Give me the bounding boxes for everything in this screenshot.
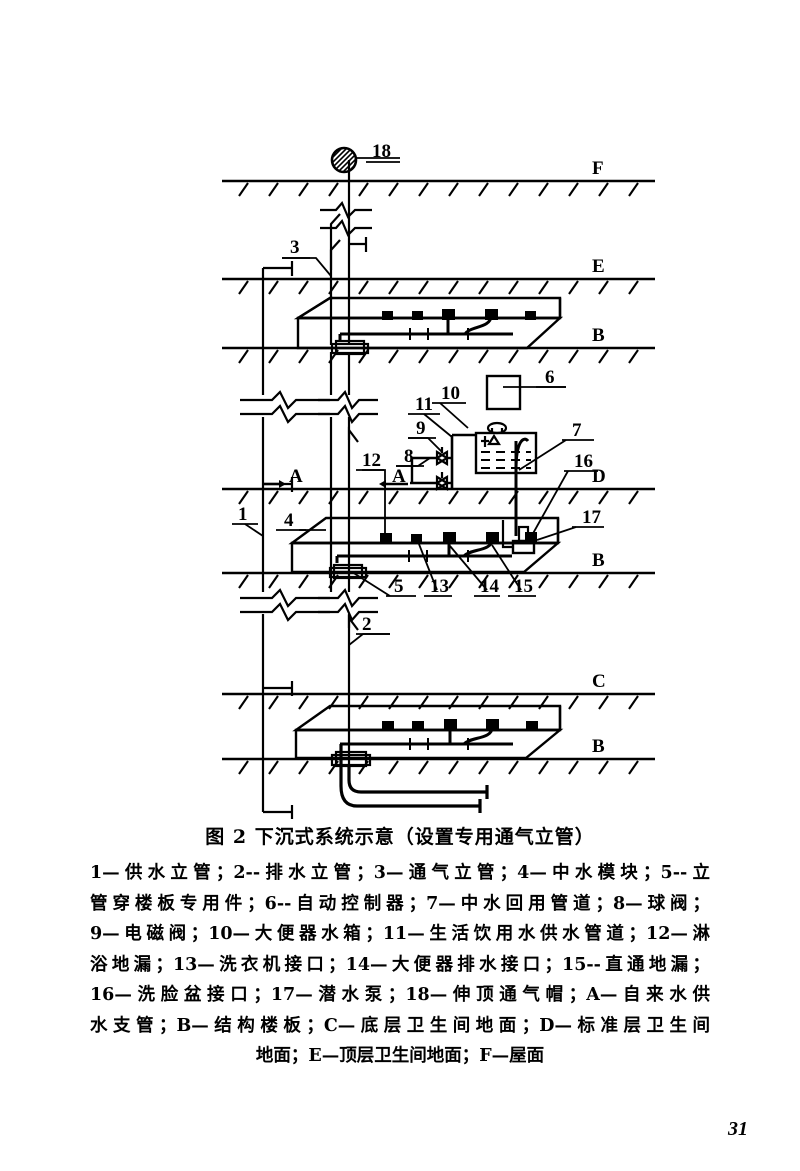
floor-line-top-toilet-E — [222, 277, 655, 296]
sunken-module-bottom — [292, 704, 564, 760]
legend-line: 浴地漏；13—洗衣机接口；14—大便器排水接口；15--直通地漏； — [90, 954, 710, 975]
pipe-joint-ticks-top — [409, 328, 469, 340]
figure-legend: 1—供水立管；2--排水立管；3—通气立管；4—中水模块；5--立 管穿楼板专用… — [90, 858, 710, 1072]
riser-tee-top — [349, 237, 368, 252]
pipe-break-symbol-supply-upper — [240, 390, 330, 424]
pipe-break-symbol-riser-upper — [318, 389, 378, 425]
submersible-pump-icon — [501, 520, 536, 555]
floor-sleeve-top — [330, 339, 370, 356]
level-label-B-mid: B — [592, 550, 605, 571]
pipe-joint-ticks-middle — [408, 550, 469, 562]
legend-line: 管穿楼板专用件；6--自动控制器；7—中水回用管道；8—球阀； — [90, 893, 710, 914]
level-label-D: D — [592, 466, 606, 487]
pipe-joint-ticks-bottom — [409, 738, 469, 750]
figure-diagram: 18 3 6 10 11 9 8 7 16 17 12 4 1 5 13 14 … — [222, 141, 655, 819]
potable-supply-pipe — [450, 433, 476, 489]
branch-label-A-left: A — [289, 466, 303, 487]
callout-10: 10 — [441, 383, 460, 404]
floor-sleeve-middle — [328, 563, 368, 580]
callout-3: 3 — [290, 237, 300, 258]
figure-title: 图 2 下沉式系统示意（设置专用通气立管） — [205, 826, 595, 848]
drain-points-bottom — [382, 719, 538, 731]
level-label-E: E — [592, 256, 605, 277]
pipe-break-symbol-supply-lower — [240, 588, 330, 622]
floor-line-standard-toilet-D — [222, 487, 655, 506]
callout-1: 1 — [238, 504, 248, 525]
automatic-controller-box — [485, 374, 522, 411]
supply-branch-arrows — [263, 480, 408, 488]
branch-drain-pipes-bottom — [340, 727, 513, 746]
plumbing-riser-diagram: 18 3 6 10 11 9 8 7 16 17 12 4 1 5 13 14 … — [222, 141, 655, 819]
floor-line-slab-B-top — [222, 346, 655, 365]
legend-line: 16—洗脸盆接口；17—潜水泵；18—伸顶通气帽；A—自来水供 — [90, 985, 710, 1005]
callout-7: 7 — [572, 420, 582, 441]
branch-drain-pipes-top — [338, 315, 513, 341]
legend-line-last: 地面；E—顶层卫生间地面；F—屋面 — [255, 1046, 545, 1066]
level-label-B-top: B — [592, 325, 605, 346]
callout-13: 13 — [430, 576, 449, 597]
callout-6: 6 — [545, 367, 555, 388]
legend-line: 9—电磁阀；10—大便器水箱；11—生活饮用水供水管道；12—淋 — [90, 924, 710, 944]
solenoid-valve-icon — [410, 472, 452, 491]
outgoing-drain-pipes — [339, 744, 489, 813]
legend-line: 1—供水立管；2--排水立管；3—通气立管；4—中水模块；5--立 — [90, 863, 710, 883]
pipe-break-symbol-vent-top — [320, 200, 372, 237]
callout-12: 12 — [362, 450, 381, 471]
callout-17: 17 — [582, 507, 602, 528]
vent-riser-pipe — [329, 213, 341, 592]
callout-4: 4 — [284, 510, 294, 531]
callout-15: 15 — [514, 576, 533, 597]
level-label-B-bottom: B — [592, 736, 605, 757]
riser-offset-jogs — [329, 239, 359, 631]
callout-underlines — [232, 161, 604, 635]
sunken-module-top — [293, 296, 564, 350]
water-supply-riser-pipe — [240, 261, 330, 819]
callout-18: 18 — [372, 141, 391, 162]
callout-5: 5 — [394, 576, 404, 597]
legend-line: 水支管；B—结构楼板；C—底层卫生间地面；D—标准层卫生间 — [90, 1015, 710, 1036]
callout-8: 8 — [404, 446, 414, 467]
pipe-break-symbol-riser-lower — [318, 587, 378, 623]
floor-line-slab-B-bottom — [222, 757, 655, 776]
vent-cap-icon — [330, 146, 358, 174]
callout-11: 11 — [415, 394, 433, 415]
branch-label-A-right: A — [392, 466, 406, 487]
page-number: 31 — [728, 1118, 748, 1140]
callout-16: 16 — [574, 451, 593, 472]
ball-valve-icon — [412, 447, 452, 466]
figure-caption-block: 图 2 下沉式系统示意（设置专用通气立管） 1—供水立管；2--排水立管；3—通… — [0, 822, 800, 1072]
toilet-cistern — [474, 421, 538, 492]
callout-9: 9 — [416, 418, 426, 439]
level-label-F: F — [592, 158, 604, 179]
drain-points-top — [382, 309, 536, 320]
floor-sleeve-bottom — [330, 750, 372, 768]
callout-2: 2 — [362, 614, 372, 635]
callout-14: 14 — [480, 576, 500, 597]
floor-line-roof-F — [222, 179, 655, 198]
level-label-C: C — [592, 671, 606, 692]
floor-line-bottom-toilet-C — [222, 692, 655, 711]
